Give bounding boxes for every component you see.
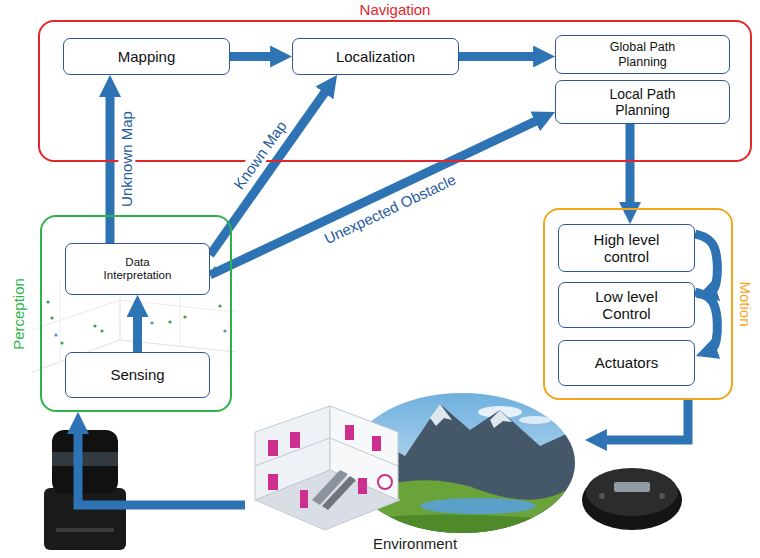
flow-arrow: [597, 400, 688, 440]
flow-arrow: [78, 424, 245, 505]
edge-label: Known Map: [228, 115, 291, 195]
motion-region: MotionHigh level controlLow level Contro…: [543, 208, 733, 400]
landscape-illustration-part: [519, 416, 551, 424]
region-title: Perception: [10, 278, 27, 350]
lidar-sensor: [44, 430, 126, 550]
lidar-sensor-part: [44, 488, 126, 550]
scatter-plot-part: [93, 324, 96, 327]
scatter-plot-part: [46, 300, 49, 303]
robot-vacuum-part: [599, 493, 605, 499]
lidar-sensor-part: [52, 430, 118, 494]
edge-label: Unknown Map: [118, 108, 135, 210]
building-illustration-part: [372, 436, 381, 451]
building-illustration-part: [330, 438, 398, 466]
edge-label: Unexpected Obstacle: [319, 169, 461, 248]
scatter-plot-part: [32, 300, 120, 330]
scatter-plot-part: [100, 329, 103, 332]
box-label: Localization: [336, 48, 415, 65]
process-box: Local Path Planning: [555, 80, 730, 124]
scatter-plot-part: [223, 329, 226, 332]
flow-arrow: [695, 234, 717, 294]
building-illustration-part: [268, 474, 278, 490]
region-title: Motion: [737, 281, 754, 326]
process-box: Actuators: [558, 340, 695, 386]
scatter-plot-part: [168, 320, 171, 323]
landscape-illustration-part: [420, 498, 536, 514]
scatter-plot-part: [183, 315, 186, 318]
flow-arrow: [106, 87, 115, 243]
building-illustration-part: [330, 406, 398, 500]
building-illustration-part: [300, 490, 308, 508]
box-label: Global Path Planning: [588, 40, 698, 69]
building-illustration-part: [268, 440, 278, 456]
navigation-region: NavigationMappingLocalizationGlobal Path…: [38, 20, 752, 162]
building-illustration-part: [255, 406, 330, 500]
flow-arrow: [133, 307, 142, 352]
region-title: Navigation: [360, 1, 431, 18]
landscape-illustration-part: [430, 404, 452, 426]
environment-illustration: Environment: [245, 390, 585, 553]
box-label: Sensing: [110, 366, 164, 383]
process-box: Data Interpretation: [65, 243, 210, 295]
scatter-plot-part: [54, 333, 57, 336]
building-illustration-part: [290, 432, 300, 448]
process-box: Localization: [292, 38, 459, 75]
process-box: Sensing: [65, 352, 210, 398]
lidar-sensor-part: [56, 528, 114, 532]
process-box: High level control: [558, 224, 695, 272]
box-label: Actuators: [595, 354, 658, 371]
building-illustration-part: [345, 425, 354, 440]
box-label: Data Interpretation: [93, 256, 183, 282]
process-box: Low level Control: [558, 282, 695, 328]
lidar-sensor-part: [52, 452, 118, 466]
box-label: High level control: [572, 231, 682, 266]
robot-vacuum: [582, 468, 682, 530]
box-label: Local Path Planning: [588, 86, 698, 118]
flow-arrow: [230, 52, 280, 61]
building-illustration-part: [378, 475, 392, 489]
robot-vacuum-part: [614, 482, 650, 492]
perception-region: PerceptionData InterpretationSensing: [40, 215, 232, 412]
flow-arrow: [459, 52, 543, 61]
scatter-plot-part: [218, 304, 221, 307]
process-box: Mapping: [63, 38, 230, 75]
robot-vacuum-part: [659, 493, 665, 499]
scatter-plot-part: [150, 321, 153, 324]
region-title: Environment: [373, 535, 457, 553]
landscape-illustration-part: [349, 514, 575, 533]
flow-arrow: [695, 292, 717, 352]
box-label: Low level Control: [572, 288, 682, 323]
scatter-plot-part: [60, 341, 63, 344]
building-illustration-part: [358, 478, 367, 494]
scatter-plot-part: [50, 316, 53, 319]
robot-vacuum-part: [586, 468, 678, 516]
flow-arrow: [626, 124, 635, 212]
box-label: Mapping: [118, 48, 176, 65]
building-illustration-part: [255, 470, 400, 530]
building-illustration: [255, 406, 400, 530]
landscape-illustration-part: [490, 410, 512, 428]
process-box: Global Path Planning: [555, 35, 730, 74]
building-illustration-part: [322, 476, 356, 510]
